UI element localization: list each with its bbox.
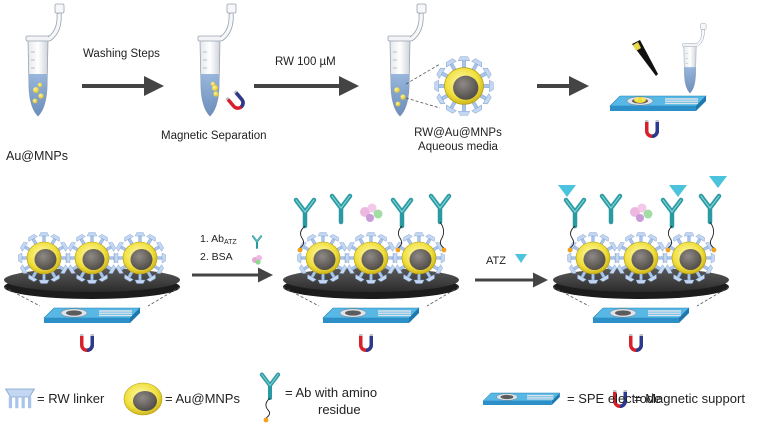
electrode-surface-3 bbox=[552, 176, 730, 352]
tube1-label: Au@MNPs bbox=[6, 149, 69, 163]
small-tube-icon bbox=[682, 23, 707, 94]
step-ab-prefix: 1. Ab bbox=[200, 233, 224, 245]
nanoparticle-zoom-icon bbox=[435, 57, 494, 116]
tube-rw-au-mnps bbox=[387, 3, 427, 117]
atz-small-icon bbox=[515, 254, 527, 263]
legend-spe-label: = SPE electrode bbox=[567, 391, 662, 406]
legend-spe-icon bbox=[482, 392, 561, 406]
legend-rw-label: = RW linker bbox=[37, 391, 105, 406]
washing-steps-label: Washing Steps bbox=[83, 48, 160, 60]
legend-antibody-icon bbox=[262, 375, 278, 423]
tube-magnetic-separation bbox=[197, 3, 237, 117]
electrode-drop-icon bbox=[609, 95, 707, 112]
bsa-icon bbox=[252, 255, 262, 265]
step-atz-label: ATZ bbox=[486, 255, 506, 267]
pipette-tip-icon bbox=[632, 40, 658, 76]
tube3-label-line1: RW@Au@MNPs bbox=[414, 127, 502, 139]
rw-label: RW 100 µM bbox=[275, 56, 336, 68]
tube2-label: Magnetic Separation bbox=[161, 130, 267, 142]
legend-magnet-label: = Magnetic support bbox=[634, 391, 745, 406]
legend-au-label: = Au@MNPs bbox=[165, 391, 240, 406]
legend-au-mnps-icon bbox=[123, 382, 163, 416]
step-ab-subscript: ATZ bbox=[223, 239, 237, 246]
magnet-top-icon bbox=[645, 120, 659, 138]
antibody-small-icon bbox=[251, 235, 263, 250]
electrode-surface-2 bbox=[282, 196, 460, 352]
legend-ab-label-line1: = Ab with amino bbox=[285, 385, 378, 400]
step-bsa-label: 2. BSA bbox=[200, 251, 233, 263]
step-ab-label: 1. AbATZ bbox=[200, 233, 237, 246]
electrode-surface-1 bbox=[3, 233, 181, 352]
tube3-label-line2: Aqueous media bbox=[418, 141, 498, 153]
legend-ab-label-line2: residue bbox=[318, 402, 361, 417]
legend-rw-linker-icon bbox=[4, 388, 36, 409]
tube-au-mnps bbox=[25, 3, 65, 117]
magnet-tube2-icon bbox=[225, 89, 248, 113]
